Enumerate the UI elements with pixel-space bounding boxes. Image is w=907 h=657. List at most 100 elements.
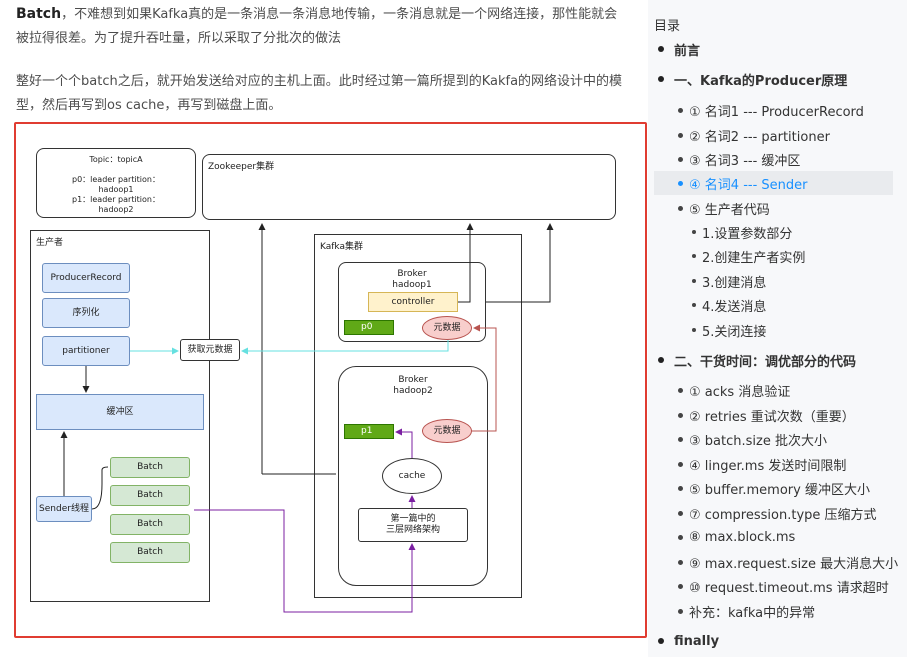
toc-item[interactable]: ③ 名词3 --- 缓冲区 <box>654 147 893 171</box>
metadata-ellipse-2: 元数据 <box>422 419 472 443</box>
bullet-icon <box>678 205 683 211</box>
toc-item[interactable]: ① acks 消息验证 <box>654 378 893 402</box>
toc-item[interactable]: finally <box>654 629 893 653</box>
toc-item[interactable]: ⑦ compression.type 压缩方式 <box>654 501 893 525</box>
toc-item[interactable]: 4.发送消息 <box>654 293 893 317</box>
toc-item-label: 2.创建生产者实例 <box>702 250 806 266</box>
topic-info: Topic：topicA p0：leader partition：hadoop1… <box>37 155 195 215</box>
toc-item-label: 二、干货时间：调优部分的代码 <box>674 354 857 370</box>
controller-box: controller <box>368 292 458 312</box>
toc-item[interactable]: ⑤ buffer.memory 缓冲区大小 <box>654 476 893 500</box>
batch-box-1: Batch <box>110 457 190 478</box>
toc-item-label: 前言 <box>674 43 701 59</box>
toc-item-label: ④ 名词4 --- Sender <box>689 177 808 193</box>
batch-description: ，不难想到如果Kafka真的是一条消息一条消息地传输，一条消息就是一个网络连接，… <box>16 7 618 46</box>
bullet-icon <box>678 180 683 186</box>
toc-item[interactable]: ② retries 重试次数（重要） <box>654 403 893 427</box>
partition-p0: p0 <box>344 320 394 335</box>
topic-line: hadoop1 <box>98 185 134 194</box>
article-content: Batch，不难想到如果Kafka真的是一条消息一条消息地传输，一条消息就是一个… <box>14 2 647 638</box>
bullet-icon <box>658 357 664 363</box>
toc-item-label: ③ batch.size 批次大小 <box>689 433 827 449</box>
batch-box-2: Batch <box>110 485 190 506</box>
toc-item[interactable]: 5.关闭连接 <box>654 318 893 342</box>
fetch-metadata-box: 获取元数据 <box>180 339 240 361</box>
broker1-label: Broker hadoop1 <box>392 269 432 290</box>
toc-item[interactable]: 3.创建消息 <box>654 269 893 293</box>
buffer-box: 缓冲区 <box>36 394 204 430</box>
bullet-icon <box>678 107 683 113</box>
toc-item[interactable]: ① 名词1 --- ProducerRecord <box>654 98 893 122</box>
bullet-icon <box>678 534 683 540</box>
bullet-icon <box>692 254 696 258</box>
paragraph-batch: Batch，不难想到如果Kafka真的是一条消息一条消息地传输，一条消息就是一个… <box>16 2 626 51</box>
bullet-icon <box>678 156 683 162</box>
toc-item[interactable]: ⑨ max.request.size 最大消息大小 <box>654 550 898 574</box>
bullet-icon <box>678 387 683 393</box>
toc-item-label: 补充：kafka中的异常 <box>689 605 816 621</box>
metadata-ellipse-1: 元数据 <box>422 316 472 340</box>
toc-item-label: ⑧ max.block.ms <box>689 529 796 545</box>
partitioner-box: partitioner <box>42 336 130 366</box>
toc-item[interactable]: ④ 名词4 --- Sender <box>654 171 893 195</box>
bullet-icon <box>678 583 683 589</box>
toc-item[interactable]: ③ batch.size 批次大小 <box>654 427 893 451</box>
toc-item-label: ⑤ 生产者代码 <box>689 202 770 218</box>
bullet-icon <box>658 638 664 644</box>
topic-line: p0：leader partition： <box>72 175 160 184</box>
toc-item[interactable]: ⑤ 生产者代码 <box>654 196 893 220</box>
paragraph-send: 整好一个个batch之后，就开始发送给对应的主机上面。此时经过第一篇所提到的Ka… <box>16 74 623 113</box>
toc-item-label: ③ 名词3 --- 缓冲区 <box>689 153 801 169</box>
toc-item-label: ⑦ compression.type 压缩方式 <box>689 507 877 523</box>
producer-record-box: ProducerRecord <box>42 263 130 293</box>
toc-item-label: finally <box>674 633 720 649</box>
toc-item-label: 一、Kafka的Producer原理 <box>674 73 848 89</box>
toc-item[interactable]: ⑧ max.block.ms <box>654 525 893 549</box>
toc-item-label: 3.创建消息 <box>702 275 767 291</box>
producer-label: 生产者 <box>36 238 64 248</box>
toc-item-label: ① acks 消息验证 <box>689 384 791 400</box>
network-architecture-box: 第一篇中的 三层网络架构 <box>358 508 468 542</box>
toc-item-label: ① 名词1 --- ProducerRecord <box>689 104 864 120</box>
toc-item-label: ② retries 重试次数（重要） <box>689 409 855 425</box>
toc-item[interactable]: ⑩ request.timeout.ms 请求超时 <box>654 574 893 598</box>
topic-box: Topic：topicA p0：leader partition：hadoop1… <box>36 148 196 218</box>
toc-title: 目录 <box>654 19 681 34</box>
toc-item[interactable]: 2.创建生产者实例 <box>654 244 893 268</box>
toc-item[interactable]: 前言 <box>654 37 893 61</box>
bullet-icon <box>678 132 683 138</box>
bullet-icon <box>692 230 696 234</box>
bullet-icon <box>678 608 683 614</box>
toc-item[interactable]: 二、干货时间：调优部分的代码 <box>654 348 893 372</box>
topic-line <box>37 165 195 175</box>
kafka-cluster-label: Kafka集群 <box>320 242 363 252</box>
toc-item[interactable]: ④ linger.ms 发送时间限制 <box>654 452 893 476</box>
serializer-box: 序列化 <box>42 298 130 328</box>
bullet-icon <box>678 485 683 491</box>
zookeeper-label: Zookeeper集群 <box>208 162 275 172</box>
bullet-icon <box>658 46 664 52</box>
batch-box-4: Batch <box>110 542 190 563</box>
toc-item-label: ⑤ buffer.memory 缓冲区大小 <box>689 482 870 498</box>
toc-item[interactable]: 补充：kafka中的异常 <box>654 599 893 623</box>
partition-p1: p1 <box>344 424 394 439</box>
toc-item-label: ⑨ max.request.size 最大消息大小 <box>689 556 899 572</box>
toc-item-label: 4.发送消息 <box>702 299 767 315</box>
bullet-icon <box>678 412 683 418</box>
toc-item[interactable]: ② 名词2 --- partitioner <box>654 123 893 147</box>
topic-line: Topic：topicA <box>89 155 143 164</box>
bullet-icon <box>658 76 664 82</box>
bullet-icon <box>678 559 683 565</box>
zookeeper-cluster: Zookeeper集群 <box>202 154 616 220</box>
toc-item[interactable]: 一、Kafka的Producer原理 <box>654 67 893 91</box>
bullet-icon <box>692 303 696 307</box>
bullet-icon <box>678 461 683 467</box>
toc-item[interactable]: 1.设置参数部分 <box>654 220 893 244</box>
toc-item-label: 5.关闭连接 <box>702 324 767 340</box>
bullet-icon <box>678 436 683 442</box>
bullet-icon <box>678 510 683 516</box>
batch-term: Batch <box>16 6 62 22</box>
batch-box-3: Batch <box>110 514 190 535</box>
cache-ellipse: cache <box>382 458 442 494</box>
table-of-contents: 目录 前言一、Kafka的Producer原理 ① 名词1 --- Produce… <box>648 0 907 657</box>
